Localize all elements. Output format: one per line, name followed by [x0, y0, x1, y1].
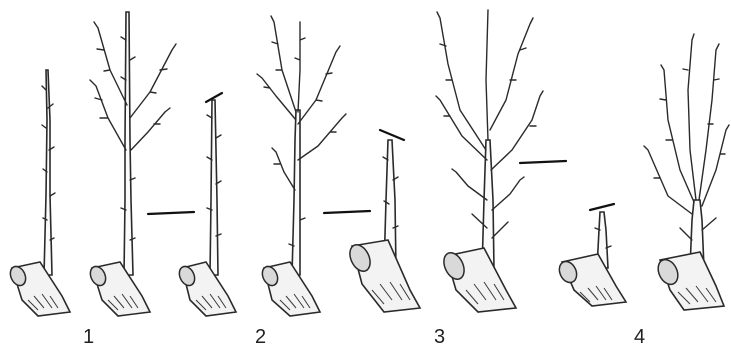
- stump-4: [259, 262, 320, 316]
- cut-line-3: [520, 161, 566, 163]
- stump-6: [440, 248, 516, 312]
- stage-3-cut-tree: [346, 130, 420, 312]
- cut-line-2: [324, 211, 370, 213]
- stump-5: [346, 240, 420, 312]
- stump-7: [556, 254, 626, 306]
- stage-4-branched-tree: [644, 34, 729, 310]
- stage-4-cut-tree: [556, 204, 626, 306]
- stage-number-3: 3: [434, 326, 445, 349]
- stump-3: [176, 262, 236, 316]
- stage-1-branched-tree: [87, 12, 176, 316]
- stage-number-2: 2: [255, 326, 266, 349]
- stage-number-4: 4: [634, 326, 645, 349]
- stage-3-branched-tree: [436, 10, 566, 312]
- cut-line-1: [148, 212, 194, 214]
- stage-1-whip-plant: [7, 70, 70, 316]
- stump-8: [654, 252, 724, 310]
- stage-number-1: 1: [83, 326, 94, 349]
- stump-2: [87, 262, 150, 316]
- stage-2-branched-tree: [257, 16, 346, 316]
- stump-1: [7, 262, 70, 316]
- stage-2-cut-whip: [176, 93, 236, 316]
